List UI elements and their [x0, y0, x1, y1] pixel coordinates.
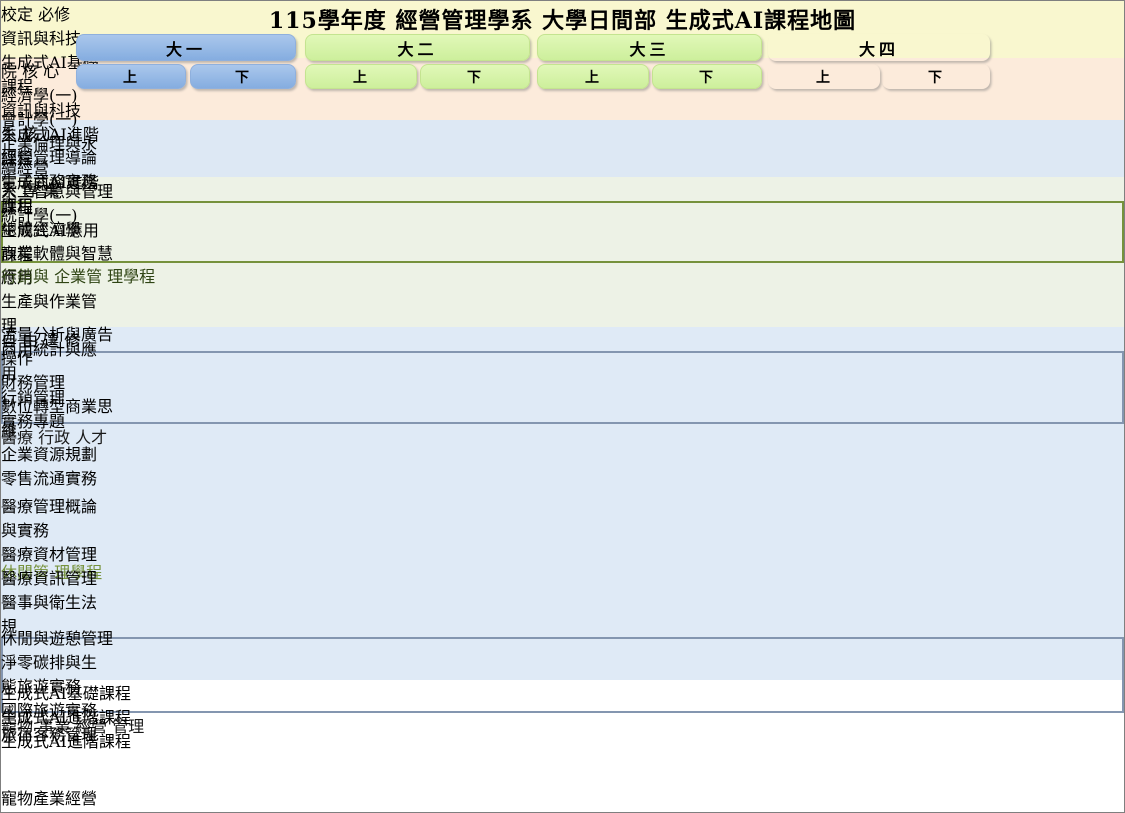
course-stack-y2b: 醫療管理概論與實務 — [1, 493, 111, 541]
course-stack-y2a: 人工智慧與管理統計學(一) — [1, 178, 113, 226]
band-label-college-core: 院 核 心 — [1, 62, 60, 81]
course-box: 國際旅遊實務 — [1, 701, 98, 720]
course-stack-y3a: 國際旅遊實務 — [1, 697, 113, 721]
course-stack-y2a: 休閒與遊憩管理 — [1, 625, 113, 649]
course-box: 醫事與衛生法規 — [1, 593, 98, 636]
course-stack-y3b: 旅宿客務管理 — [1, 721, 111, 745]
course-box: 企業資源規劃 — [1, 445, 98, 464]
year-header-4: 大四 — [768, 34, 990, 61]
course-box: 休閒與遊憩管理 — [1, 629, 114, 648]
band-label-dept-specialty: 系 專 業 — [1, 181, 60, 200]
course-box: 人工智慧與管理 — [1, 182, 114, 201]
course-box: 財務管理 — [1, 373, 66, 392]
legend-item: 生成式AI基礎課程 — [1, 684, 131, 703]
course-box: 商用統計與應用 — [1, 340, 98, 383]
course-box: 生成式AI應用課程 — [1, 221, 99, 264]
page-title: 115學年度 經營管理學系 大學日間部 生成式AI課程地圖 — [268, 8, 857, 34]
course-stack-y3b: 企業資源規劃 — [1, 441, 111, 465]
course-box: 生成式AI基礎課程 — [1, 53, 99, 96]
semester-header-4-2: 下 — [882, 64, 990, 89]
course-box: 淨零碳排與生態旅遊實務 — [1, 653, 98, 696]
course-stack-y4a: 零售流通實務 — [1, 465, 113, 489]
course-stack-y1a: 資訊與科技生成式AI基礎課程 — [1, 25, 111, 97]
semester-header-1-1: 上 — [76, 64, 186, 89]
course-stack-y2b: 生產與作業管理商用統計與應用 — [1, 288, 111, 384]
course-box: 醫療資訊管理 — [1, 569, 98, 588]
year-header-1: 大一 — [76, 34, 296, 61]
course-stack-y3a: 數位轉型商業思維 — [1, 393, 113, 441]
course-box: 資訊與科技 — [1, 101, 82, 120]
course-box: 總體經濟學 — [1, 220, 82, 239]
course-box: 會計學(一) — [1, 110, 78, 129]
course-stack-y2b: 淨零碳排與生態旅遊實務 — [1, 649, 111, 697]
band-free-elective: 自 由 選 修醫療 行政 人才醫療管理概論與實務醫療資材管理醫療資訊管理醫事與衛… — [1, 327, 1124, 808]
course-stack-y1b: 電子商務實務應用總體經濟學 — [1, 168, 107, 240]
semester-header-3-1: 上 — [537, 64, 649, 89]
course-box: 資訊與科技 — [1, 29, 82, 48]
course-stack-y3a: 醫療資材管理醫療資訊管理 — [1, 541, 113, 589]
course-box: 經濟學(一) — [1, 86, 78, 105]
group-box — [1, 351, 1124, 424]
course-box: 經營管理導論 — [1, 148, 98, 167]
course-stack-y2b: 寵物產業經營概論 — [1, 785, 111, 812]
course-stack-y1a: 經濟學(一) 會計學(一) — [1, 82, 111, 130]
course-box: 旅宿客務管理 — [1, 725, 98, 744]
band-label-dept-core: 系 核 心 — [1, 124, 60, 143]
course-stack-y3b: 醫事與衛生法規 — [1, 589, 111, 637]
semester-header-3-2: 下 — [652, 64, 762, 89]
course-box: 數位轉型商業思維 — [1, 397, 114, 440]
semester-header-1-2: 下 — [190, 64, 296, 89]
course-stack-y2a: 流量分析與廣告操作 — [1, 321, 113, 369]
course-stack-y1b: 資訊與科技 — [1, 97, 107, 121]
band-college-core: 院 核 心經濟學(一)會計學(一)企業倫理與永續經營人工智慧與管理統計學(一) — [1, 58, 1124, 225]
course-box: 生成式AI進階課程 — [1, 125, 99, 168]
course-box: 實務專題 — [1, 412, 66, 431]
semester-header-2-2: 下 — [420, 64, 530, 89]
band-dept-core: 系 核 心經營管理導論電子商務實務應用總體經濟學商業軟體與智慧應用生產與作業管理… — [1, 120, 1124, 431]
course-stack-y1b: 企業倫理與永續經營 — [1, 130, 107, 178]
semester-header-4-1: 上 — [768, 64, 880, 89]
year-header-3: 大三 — [537, 34, 762, 61]
course-stack-y3b: 實務專題 — [1, 408, 111, 432]
group-label: 行銷與 企業管 理學程 — [1, 267, 156, 286]
course-box: 生產與作業管理 — [1, 292, 98, 335]
course-box: 寵物產業經營概論 — [1, 789, 98, 808]
legend-item: 生成式AI進階課程 — [1, 732, 131, 751]
course-box: 醫療資材管理 — [1, 545, 98, 564]
group-label: 休閒管 理學程 — [1, 563, 103, 582]
course-box: 統計學(一) — [1, 206, 78, 225]
group-label: 醫療 行政 人才 — [1, 428, 108, 447]
course-box: 企業倫理與永續經營 — [1, 134, 98, 177]
course-box: 醫療管理概論與實務 — [1, 497, 98, 540]
course-box: 電子商務實務應用 — [1, 172, 98, 215]
semester-header-2-1: 上 — [305, 64, 417, 89]
course-box: 生成式AI進階課程 — [1, 173, 99, 216]
course-box: 行銷管理 — [1, 388, 66, 407]
band-dept-specialty: 系 專 業行銷與 企業管 理學程流量分析與廣告操作財務管理數位轉型商業思維企業資… — [1, 177, 1124, 744]
course-stack-y4a: 生成式AI應用課程 — [1, 217, 113, 265]
band-label-free-elective: 自 由 選 修 — [1, 331, 81, 350]
group-box — [1, 201, 1124, 263]
group-label: 寵物 事業 經營 管理 — [1, 717, 145, 736]
course-stack-y2b: 財務管理 — [1, 369, 111, 393]
legend-item: 生成式AI進階課程 — [1, 708, 131, 727]
course-box: 流量分析與廣告操作 — [1, 325, 114, 368]
course-stack-y3a: 行銷管理 — [1, 384, 113, 408]
course-stack-y3a: 生成式AI進階課程 — [1, 169, 113, 217]
course-stack-y2a: 商業軟體與智慧應用 — [1, 240, 113, 288]
legend: 生成式AI基礎課程生成式AI進階課程生成式AI進階課程 — [1, 680, 1124, 752]
group-box — [1, 637, 1124, 713]
band-label-school-required: 校定 必修 — [1, 5, 71, 24]
course-stack-y2a: 生成式AI進階課程 — [1, 121, 113, 169]
year-header-2: 大二 — [305, 34, 530, 61]
course-box: 零售流通實務 — [1, 469, 98, 488]
course-box: 商業軟體與智慧應用 — [1, 244, 114, 287]
course-stack-y1a: 經營管理導論 — [1, 144, 111, 168]
